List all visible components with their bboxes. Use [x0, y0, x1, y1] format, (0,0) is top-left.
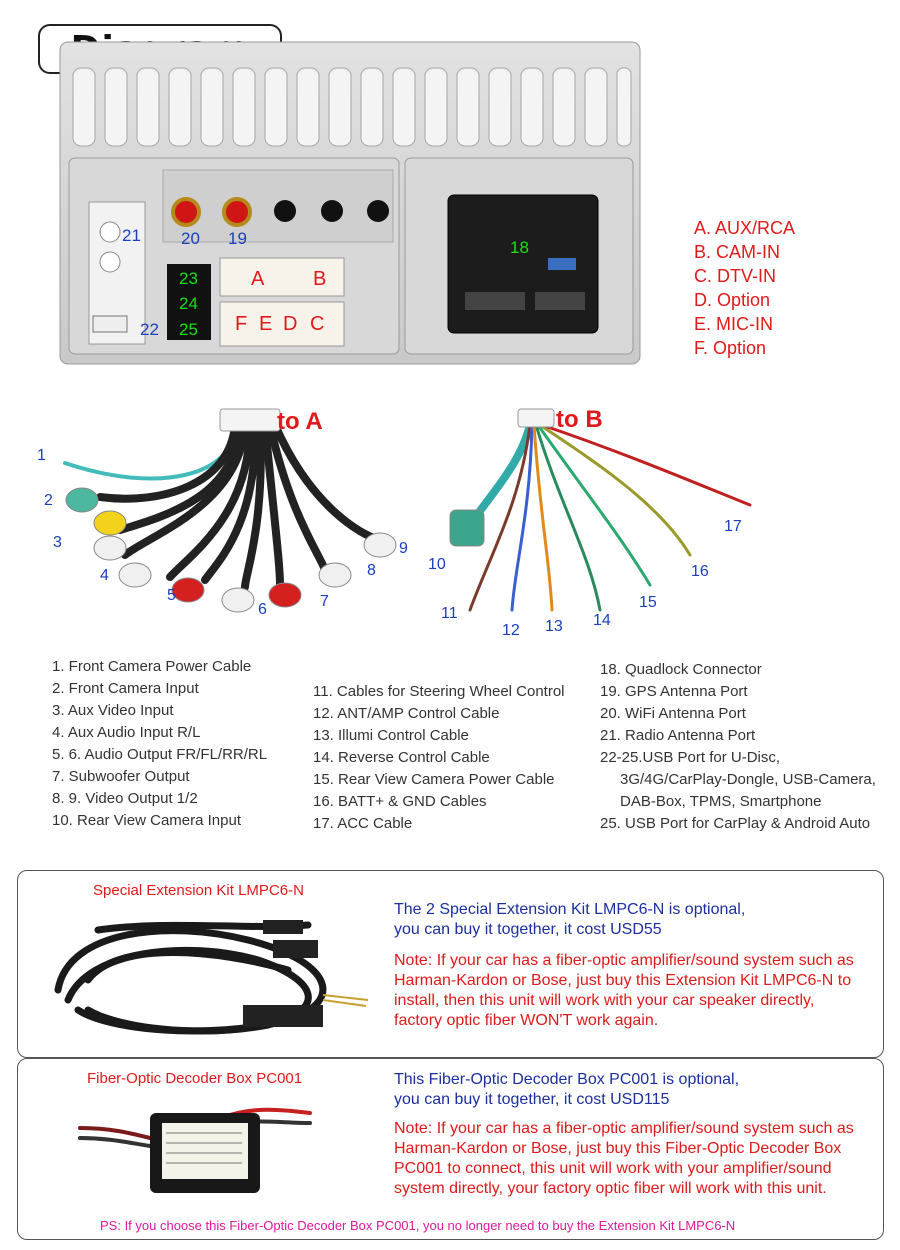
port-label-25: 25 [179, 320, 198, 339]
cable-number-16: 16 [691, 563, 709, 580]
legend-item-f: F. Option [694, 338, 767, 358]
connector-letter-e: E [259, 313, 273, 335]
cable-number-8: 8 [367, 562, 376, 579]
legend-item-c: C. DTV-IN [694, 266, 777, 286]
note-line: system directly, your factory optic fibe… [394, 1180, 827, 1197]
port-label-23: 23 [179, 269, 198, 288]
cable-number-1: 1 [37, 447, 46, 464]
cable-list-item: 16. BATT+ & GND Cables [313, 793, 487, 810]
connector-letter-b: B [313, 268, 327, 290]
cable-list-left: 1. Front Camera Power Cable 2. Front Cam… [52, 656, 267, 832]
decoder-box-title: Fiber-Optic Decoder Box PC001 [87, 1070, 303, 1087]
cable-number-13: 13 [545, 618, 563, 635]
ps-note: PS: If you choose this Fiber-Optic Decod… [100, 1218, 736, 1233]
note-line: install, then this unit will work with y… [394, 992, 815, 1009]
port-label-21: 21 [122, 226, 141, 245]
note-line: factory optic fiber WON'T work again. [394, 1012, 659, 1029]
cable-list-item: 21. Radio Antenna Port [600, 727, 756, 744]
cable-list-item: 14. Reverse Control Cable [313, 749, 490, 766]
head-unit-rear-panel [59, 41, 641, 365]
cable-list-item: 25. USB Port for CarPlay & Android Auto [600, 815, 871, 832]
harness-b-illustration [449, 408, 752, 612]
connector-letter-a: A [251, 268, 265, 290]
cable-number-14: 14 [593, 612, 611, 629]
description-line: you can buy it together, it cost USD115 [394, 1091, 670, 1108]
cable-list-item: 2. Front Camera Input [52, 680, 199, 697]
cable-list-item: 17. ACC Cable [313, 815, 413, 832]
cable-list-item: 20. WiFi Antenna Port [600, 705, 746, 722]
connector-letter-d: D [283, 313, 298, 335]
cable-list-item: DAB-Box, TPMS, Smartphone [620, 793, 822, 810]
cable-list-item: 3. Aux Video Input [52, 702, 174, 719]
cable-number-10: 10 [428, 556, 446, 573]
cable-number-15: 15 [639, 594, 657, 611]
cable-list-item: 10. Rear View Camera Input [52, 812, 241, 829]
extension-kit-description: The 2 Special Extension Kit LMPC6-N is o… [394, 900, 745, 940]
cable-list-item: 18. Quadlock Connector [600, 661, 762, 678]
description-line: you can buy it together, it cost USD55 [394, 921, 662, 938]
extension-kit-note: Note: If your car has a fiber-optic ampl… [394, 951, 854, 1031]
legend-item-d: D. Option [694, 290, 771, 310]
cable-list-item: 19. GPS Antenna Port [600, 683, 748, 700]
legend-item-e: E. MIC-IN [694, 314, 773, 334]
note-line: Harman-Kardon or Bose, just buy this Ext… [394, 972, 852, 989]
cable-list-item: 1. Front Camera Power Cable [52, 658, 252, 675]
cable-list-middle: 11. Cables for Steering Wheel Control 12… [313, 681, 565, 835]
legend-item-a: A. AUX/RCA [694, 218, 796, 238]
decoder-box-note: Note: If your car has a fiber-optic ampl… [394, 1119, 854, 1199]
cable-number-17: 17 [724, 518, 742, 535]
note-line: PC001 to connect, this unit will work wi… [394, 1160, 832, 1177]
port-label-24: 24 [179, 294, 198, 313]
harness-a-illustration [63, 408, 397, 613]
cable-list-item: 11. Cables for Steering Wheel Control [313, 683, 565, 700]
port-label-18: 18 [510, 238, 529, 257]
cable-number-9: 9 [399, 540, 408, 557]
note-line: Note: If your car has a fiber-optic ampl… [394, 952, 854, 969]
decoder-box-image [78, 1107, 312, 1193]
cable-number-12: 12 [502, 622, 520, 639]
connector-letter-c: C [310, 313, 325, 335]
cable-list-item: 13. Illumi Control Cable [313, 727, 469, 744]
cable-list-item: 8. 9. Video Output 1/2 [52, 790, 198, 807]
note-line: Note: If your car has a fiber-optic ampl… [394, 1120, 854, 1137]
legend-item-b: B. CAM-IN [694, 242, 781, 262]
cable-number-11: 11 [441, 605, 458, 622]
cable-list-item: 7. Subwoofer Output [52, 768, 190, 785]
cable-list-item: 3G/4G/CarPlay-Dongle, USB-Camera, [620, 771, 876, 788]
harness-b-label: to B [556, 406, 603, 433]
connector-legend: A. AUX/RCA B. CAM-IN C. DTV-IN D. Option… [694, 216, 795, 360]
connector-letter-f: F [235, 313, 248, 335]
description-line: This Fiber-Optic Decoder Box PC001 is op… [394, 1071, 740, 1088]
cable-number-3: 3 [53, 534, 62, 551]
cable-number-4: 4 [100, 567, 109, 584]
cable-list-item: 12. ANT/AMP Control Cable [313, 705, 500, 722]
extension-kit-title: Special Extension Kit LMPC6-N [93, 882, 304, 899]
cable-list-item: 4. Aux Audio Input R/L [52, 724, 201, 741]
description-line: The 2 Special Extension Kit LMPC6-N is o… [394, 901, 746, 918]
cable-list-item: 15. Rear View Camera Power Cable [313, 771, 555, 788]
cable-number-5: 5 [167, 587, 176, 604]
cable-number-6: 6 [258, 601, 267, 618]
note-line: Harman-Kardon or Bose, just buy this Fib… [394, 1140, 842, 1157]
decoder-box-description: This Fiber-Optic Decoder Box PC001 is op… [394, 1070, 739, 1110]
cable-number-2: 2 [44, 492, 53, 509]
cable-list-right: 18. Quadlock Connector 19. GPS Antenna P… [600, 659, 876, 835]
cable-list-item: 5. 6. Audio Output FR/FL/RR/RL [52, 746, 268, 763]
cable-list-item: 22-25.USB Port for U-Disc, [600, 749, 781, 766]
cable-number-7: 7 [320, 593, 329, 610]
port-label-19: 19 [228, 229, 247, 248]
extension-kit-image [54, 920, 369, 1035]
harness-a-label: to A [277, 408, 323, 435]
port-label-20: 20 [181, 229, 200, 248]
port-label-22: 22 [140, 320, 159, 339]
